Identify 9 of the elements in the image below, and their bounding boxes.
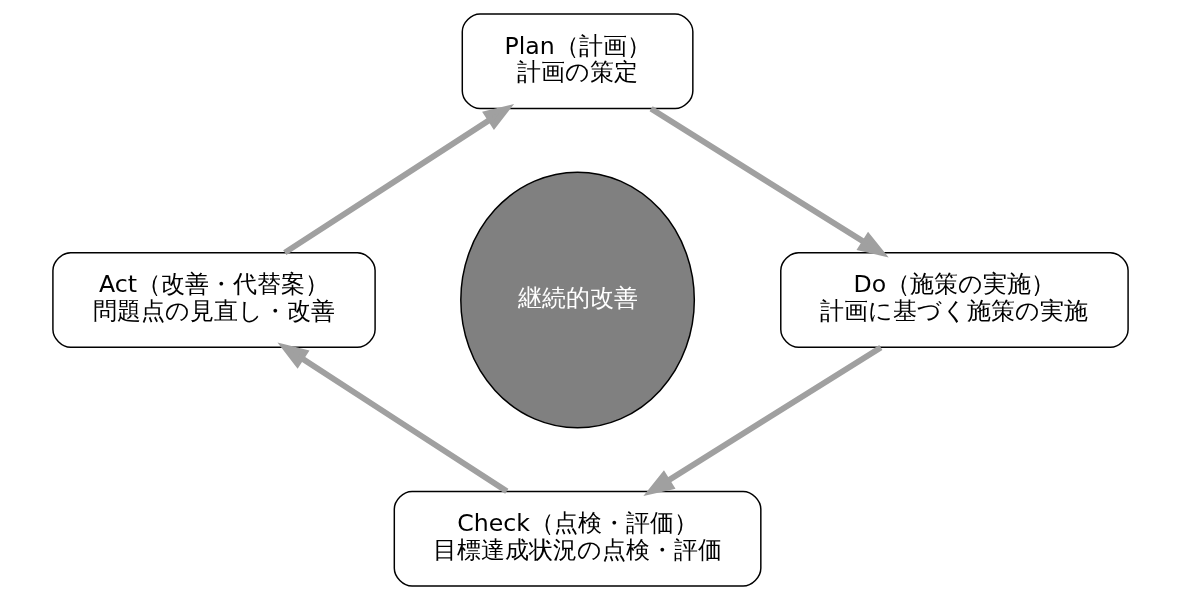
node-box: Plan（計画） 計画の策定 xyxy=(461,13,694,110)
node-box: Act（改善・代替案） 問題点の見直し・改善 xyxy=(52,251,376,349)
node-circle: 継続的改善 xyxy=(460,171,696,429)
node-box: Check（点検・評価） 目標達成状況の点検・評価 xyxy=(393,490,762,587)
arrow xyxy=(283,103,515,256)
arrow xyxy=(277,342,509,494)
node-box: Do（施策の実施） 計画に基づく施策の実施 xyxy=(780,251,1129,349)
arrow xyxy=(649,106,889,258)
arrow xyxy=(643,345,883,497)
